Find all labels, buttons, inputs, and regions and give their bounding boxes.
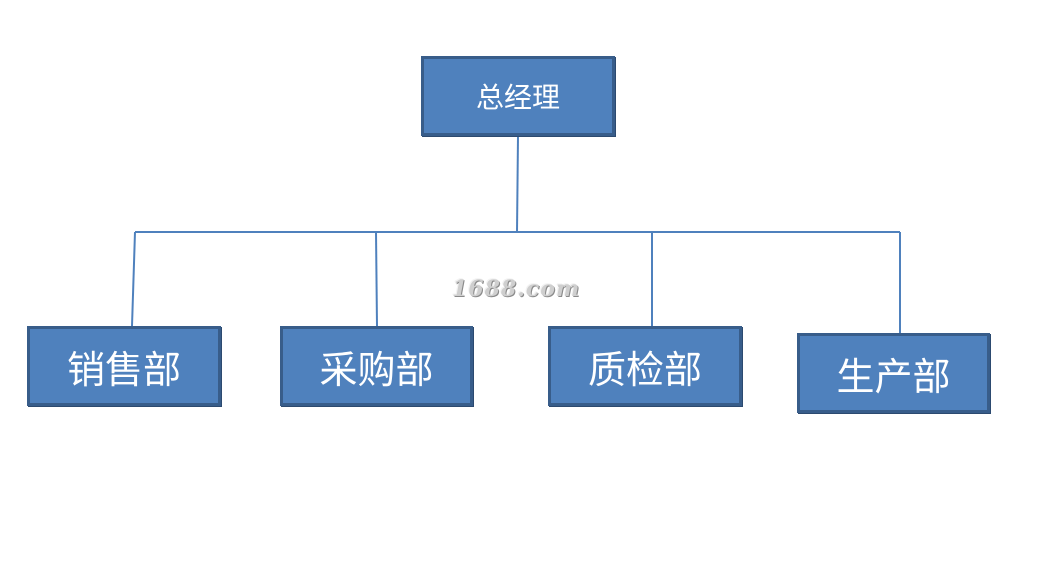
node-sales-dept: 销售部: [27, 326, 221, 406]
node-general-manager-label: 总经理: [475, 81, 560, 114]
node-purchasing-dept-label: 采购部: [319, 347, 434, 392]
node-quality-dept-label: 质检部: [587, 347, 702, 392]
node-production-dept: 生产部: [797, 333, 990, 413]
connector-sales: [131, 231, 136, 327]
node-purchasing-dept: 采购部: [280, 326, 473, 406]
node-general-manager: 总经理: [421, 56, 615, 136]
node-quality-dept: 质检部: [548, 326, 742, 406]
connector-root-trunk: [516, 135, 519, 233]
watermark-text: 1688.com: [452, 276, 581, 302]
node-production-dept-label: 生产部: [836, 354, 951, 399]
connector-purchase: [375, 231, 378, 327]
node-sales-dept-label: 销售部: [66, 347, 181, 392]
